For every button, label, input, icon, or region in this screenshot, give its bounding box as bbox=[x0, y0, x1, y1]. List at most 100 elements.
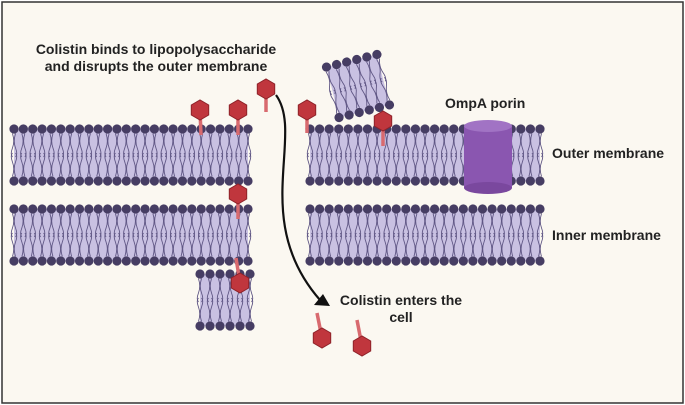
lipid-tail bbox=[60, 232, 64, 257]
lipid-head bbox=[343, 204, 353, 214]
lipid-tail bbox=[353, 84, 360, 108]
lipid-tail bbox=[386, 152, 390, 177]
lipid-head bbox=[149, 176, 159, 186]
lipid-head bbox=[334, 256, 344, 266]
lipid-tail bbox=[60, 152, 64, 177]
lipid-tail bbox=[354, 152, 359, 177]
lipid-head bbox=[420, 256, 430, 266]
lipid-head bbox=[458, 256, 468, 266]
lipid-tail bbox=[247, 232, 252, 257]
lipid-head bbox=[535, 256, 545, 266]
lipid-tail bbox=[107, 232, 111, 257]
lipid-head bbox=[516, 124, 526, 134]
caption-enters-line2: cell bbox=[389, 309, 413, 325]
colistin-head bbox=[228, 99, 248, 121]
lipid-tail bbox=[450, 232, 454, 257]
lipid-tail bbox=[453, 232, 457, 257]
lipid-tail bbox=[527, 232, 531, 257]
lipid-head bbox=[321, 62, 332, 72]
colistin-head bbox=[373, 110, 393, 132]
colistin-molecule bbox=[230, 257, 250, 294]
lipid-tail bbox=[364, 152, 368, 177]
lipid-tail bbox=[238, 152, 242, 177]
lipid-tail bbox=[209, 297, 214, 322]
lipid-head bbox=[516, 256, 526, 266]
lipid-tail bbox=[69, 152, 74, 177]
lipid-tail bbox=[380, 77, 388, 101]
lipid-tail bbox=[198, 152, 202, 177]
lipid-head bbox=[243, 204, 253, 214]
lipid-head bbox=[121, 124, 131, 134]
lipid-tail bbox=[376, 232, 381, 257]
lipid-head bbox=[344, 110, 354, 120]
lipid-head bbox=[65, 256, 75, 266]
colistin-molecule bbox=[228, 183, 248, 219]
lipid-head bbox=[305, 204, 315, 214]
lipid-head bbox=[429, 176, 440, 186]
colistin-molecule bbox=[228, 99, 248, 135]
lipid-head bbox=[9, 256, 19, 266]
lipid-tail bbox=[179, 152, 183, 177]
lipid-tail bbox=[316, 152, 320, 177]
lipid-tail bbox=[116, 152, 121, 177]
lipid-tail bbox=[424, 152, 429, 177]
lipid-tail bbox=[453, 152, 457, 177]
lipid-head bbox=[516, 176, 526, 186]
lipid-tail bbox=[236, 297, 241, 322]
ompa-porin bbox=[464, 120, 512, 194]
lipid-head bbox=[410, 176, 421, 186]
lipid-head bbox=[305, 176, 315, 186]
lipid-tail bbox=[51, 152, 55, 177]
lipid-tail bbox=[373, 152, 378, 177]
lipid-tail bbox=[154, 232, 158, 257]
lipid-head bbox=[468, 204, 478, 214]
lipid-tail bbox=[335, 152, 339, 177]
lipid-head bbox=[65, 176, 75, 186]
lipid-head bbox=[196, 256, 206, 266]
lipid-head bbox=[468, 256, 478, 266]
lipid-head bbox=[314, 124, 325, 134]
lipid-tail bbox=[229, 232, 233, 257]
lipid-head bbox=[74, 124, 85, 134]
lipid-head bbox=[305, 256, 315, 266]
lipid-tail bbox=[443, 152, 448, 177]
lipid-head bbox=[458, 204, 468, 214]
lipid-tail bbox=[319, 152, 323, 177]
lipid-head bbox=[84, 176, 94, 186]
lipid-tail bbox=[135, 232, 139, 257]
colistin-molecules bbox=[190, 78, 393, 357]
lipid-tail bbox=[169, 232, 174, 257]
lipid-tail bbox=[123, 232, 127, 257]
lipid-tail bbox=[206, 297, 211, 322]
lipid-tail bbox=[141, 152, 146, 177]
lipid-tail bbox=[13, 152, 18, 177]
caption-enters: Colistin enters the cell bbox=[326, 292, 476, 326]
lipid-tail bbox=[79, 232, 83, 257]
inner-membrane-left bbox=[9, 204, 253, 266]
lipid-tail bbox=[338, 152, 342, 177]
lipid-head bbox=[401, 256, 411, 266]
lipid-head bbox=[103, 176, 113, 186]
lipid-tail bbox=[69, 232, 74, 257]
lipid-head bbox=[121, 204, 131, 214]
lipid-head bbox=[18, 124, 28, 134]
lipid-tail bbox=[244, 152, 249, 177]
lipid-tail bbox=[415, 152, 419, 177]
lipid-tail bbox=[113, 152, 118, 177]
lipid-head bbox=[487, 204, 497, 214]
lipid-head bbox=[410, 204, 421, 214]
lipid-head bbox=[364, 105, 374, 115]
lipid-head bbox=[382, 204, 392, 214]
lipid-head bbox=[235, 321, 245, 331]
lipid-head bbox=[353, 176, 363, 186]
lipid-head bbox=[362, 176, 373, 186]
colistin-head bbox=[228, 183, 248, 205]
lipid-tail bbox=[79, 152, 83, 177]
lipid-tail bbox=[76, 232, 80, 257]
lipid-tail bbox=[393, 152, 397, 177]
lipid-head bbox=[439, 204, 449, 214]
lipid-head bbox=[187, 256, 197, 266]
lipid-tail bbox=[163, 232, 167, 257]
lipid-tail bbox=[329, 90, 338, 114]
lipid-head bbox=[391, 256, 401, 266]
